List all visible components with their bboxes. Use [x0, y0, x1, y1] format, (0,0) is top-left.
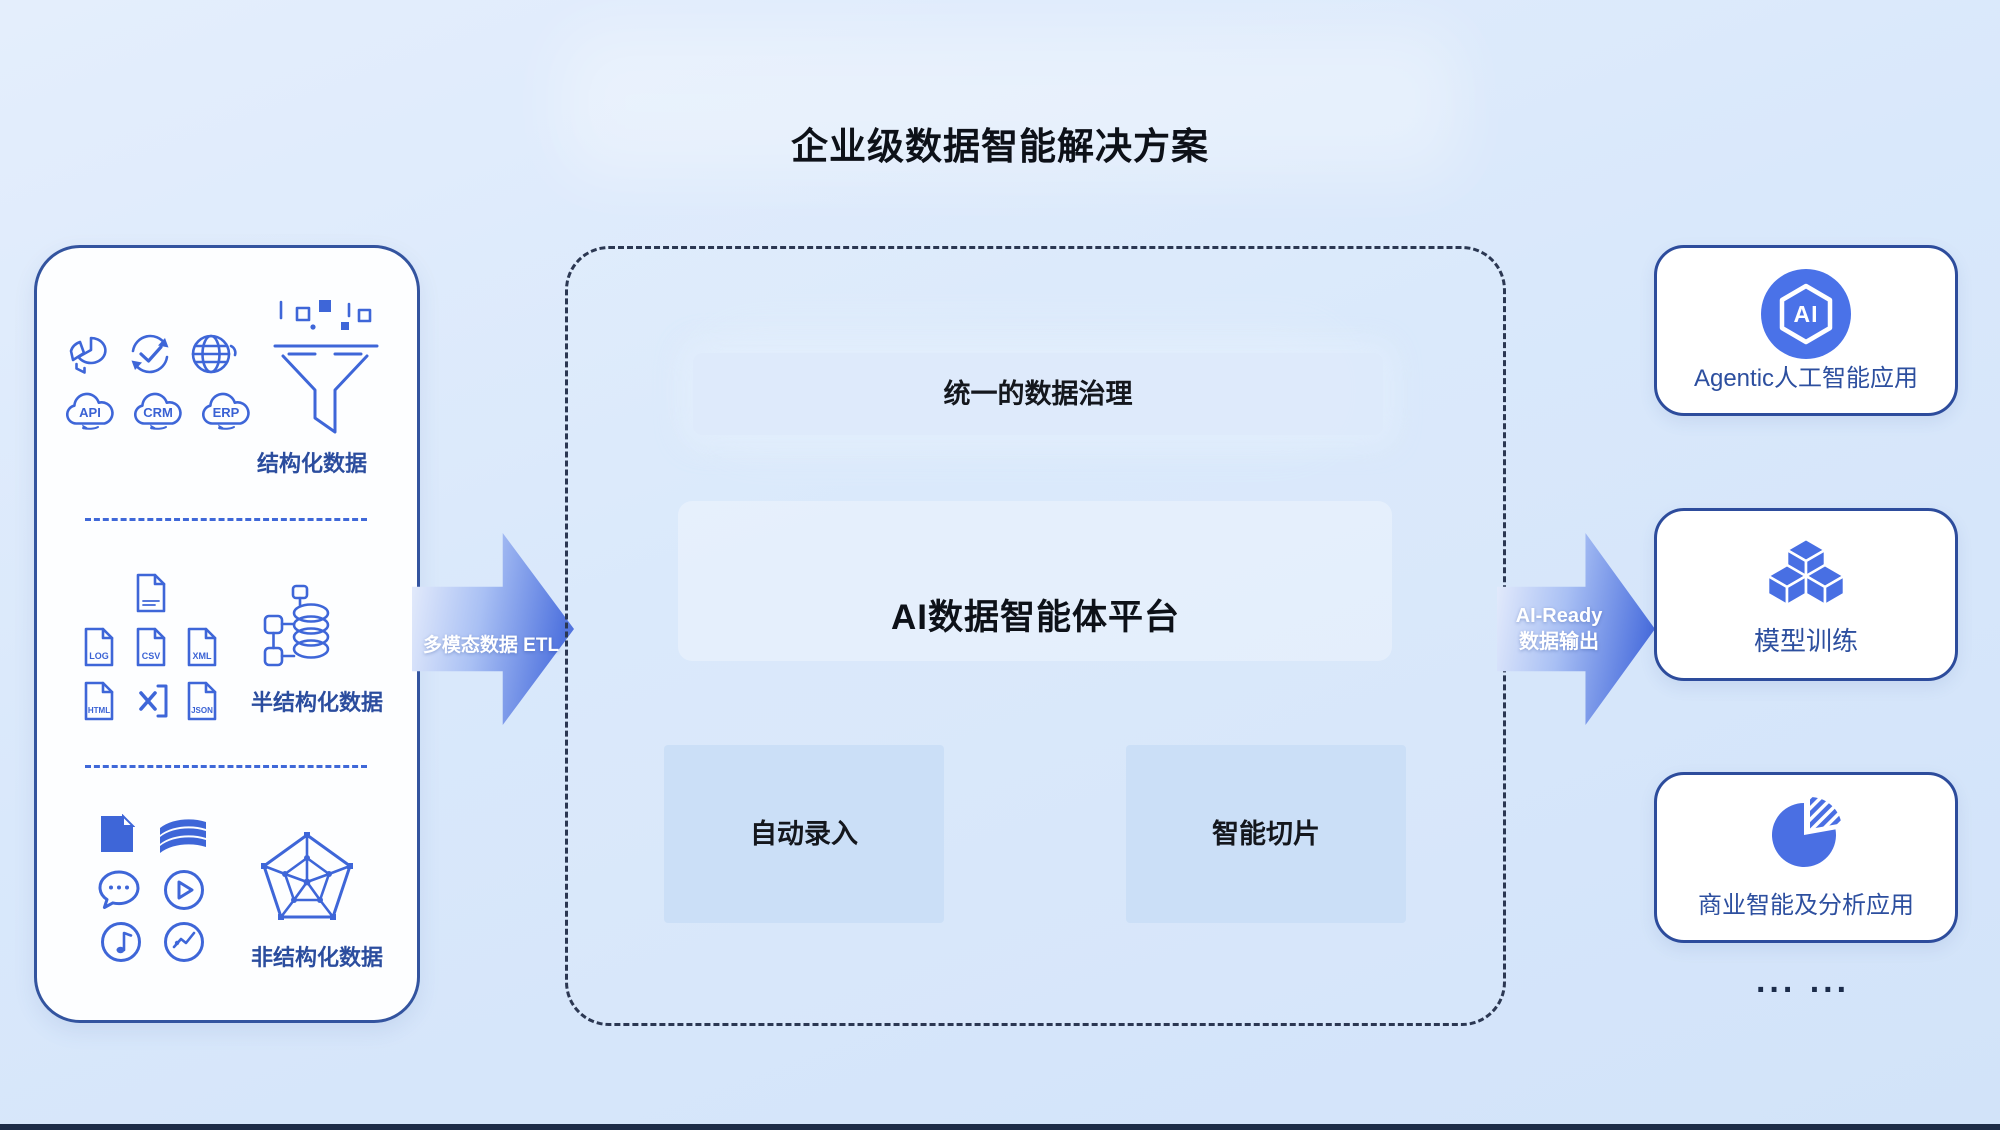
svg-text:HTML: HTML	[88, 706, 110, 715]
divider	[85, 765, 367, 768]
output-agentic-ai: AI Agentic人工智能应用	[1654, 245, 1958, 416]
page-title: 企业级数据智能解决方案	[791, 126, 1209, 167]
music-note-icon	[99, 920, 143, 969]
csv-file-icon: CSV	[134, 627, 168, 672]
etl-arrow	[412, 533, 574, 725]
bottom-edge-strip	[0, 1124, 2000, 1130]
document-icon	[99, 813, 136, 859]
structured-icons-row	[63, 330, 239, 383]
excel-file-icon	[137, 683, 169, 724]
svg-text:API: API	[79, 405, 101, 420]
module-auto-entry: 自动录入	[664, 745, 944, 923]
ai-ready-arrow-label: AI-Ready 数据输出	[1515, 605, 1603, 653]
module-smart-slicing: 智能切片	[1126, 745, 1406, 923]
svg-text:AI: AI	[1794, 301, 1819, 327]
globe-icon	[189, 330, 239, 383]
crm-cloud-icon: CRM	[129, 390, 187, 441]
html-file-icon: HTML	[82, 681, 116, 726]
pie-chart-icon	[1764, 789, 1848, 878]
cloud-icons-row: API CRM ERP	[61, 390, 255, 441]
svg-text:ERP: ERP	[213, 405, 240, 420]
svg-text:LOG: LOG	[89, 651, 109, 661]
etl-arrow-label: 多模态数据 ETL	[422, 635, 560, 656]
svg-text:CRM: CRM	[143, 405, 173, 420]
platform-box: 统一的数据治理 AI数据智能体平台 自动录入 智能切片	[565, 246, 1506, 1026]
more-outputs-indicator: ... ...	[1755, 962, 1851, 1000]
books-icon	[157, 816, 209, 861]
chat-bubble-icon	[97, 868, 141, 917]
funnel-data-icon	[271, 298, 381, 445]
svg-text:XML: XML	[193, 651, 213, 661]
erp-cloud-icon: ERP	[197, 390, 255, 441]
log-file-icon: LOG	[82, 627, 116, 672]
output-label: 商业智能及分析应用	[1698, 892, 1914, 919]
output-bi-analytics: 商业智能及分析应用	[1654, 772, 1958, 943]
semi-structured-data-label: 半结构化数据	[250, 690, 383, 715]
svg-text:JSON: JSON	[191, 706, 213, 715]
output-label: 模型训练	[1753, 626, 1858, 656]
background-glow	[560, 28, 1460, 178]
svg-text:CSV: CSV	[142, 651, 161, 661]
divider	[85, 518, 367, 521]
platform-title: AI数据智能体平台	[890, 598, 1180, 637]
ai-hexagon-icon: AI	[1760, 268, 1852, 365]
database-coil-icon	[261, 584, 337, 681]
sync-check-icon	[124, 330, 176, 383]
json-file-icon: JSON	[185, 681, 219, 726]
platform-highlight	[678, 501, 1392, 661]
unstructured-data-label: 非结构化数据	[250, 945, 383, 970]
pentagon-radar-icon	[259, 830, 355, 929]
cubes-icon	[1764, 535, 1848, 618]
line-chart-icon	[162, 920, 206, 969]
file-icon	[134, 573, 168, 618]
output-model-training: 模型训练	[1654, 508, 1958, 681]
pie-chart-3d-icon	[63, 333, 111, 380]
output-label: Agentic人工智能应用	[1693, 365, 1919, 392]
structured-data-label: 结构化数据	[256, 451, 367, 476]
data-sources-panel: API CRM ERP	[34, 245, 420, 1023]
governance-bar: 统一的数据治理	[693, 353, 1383, 435]
xml-file-icon: XML	[185, 627, 219, 672]
play-circle-icon	[162, 868, 206, 917]
api-cloud-icon: API	[61, 390, 119, 441]
